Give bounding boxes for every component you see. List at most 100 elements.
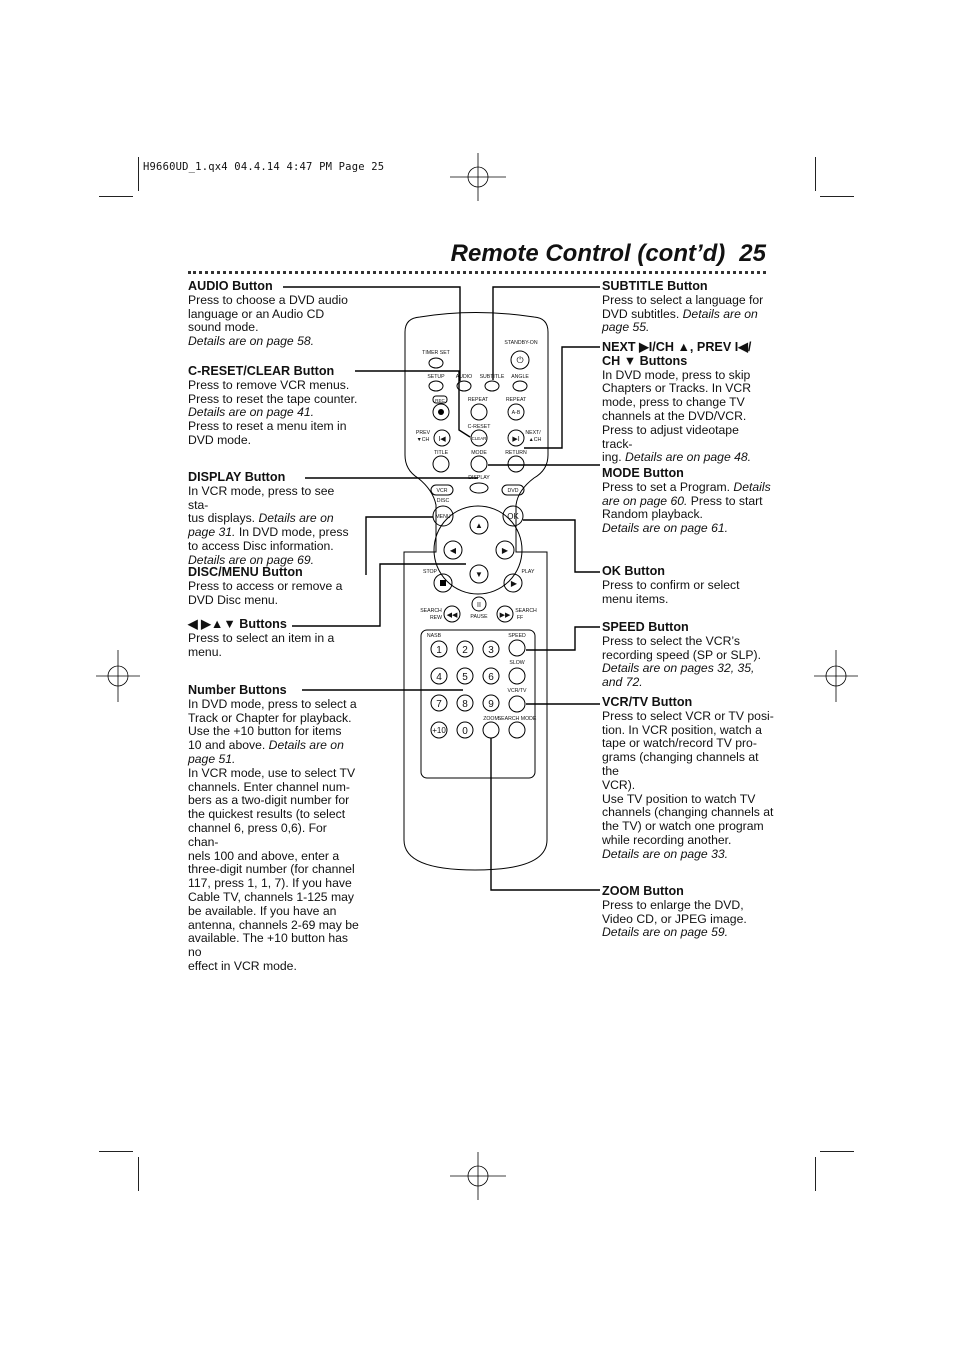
speed-button [508, 639, 526, 657]
prev-ch-down-button [433, 429, 451, 447]
timer-set-button [428, 357, 444, 369]
desc-detail: Details are on page 33. [602, 846, 729, 861]
desc-line: Use the +10 button for items [188, 724, 342, 739]
desc-line: ing. [602, 450, 622, 465]
desc-line: be available. If you have an [188, 903, 337, 918]
desc-line: channel 6, press 0,6). For chan- [188, 820, 327, 849]
desc-line: bers as a two-digit number for [188, 793, 350, 808]
up-arrow-button [469, 515, 489, 535]
number-key-8 [456, 694, 474, 712]
page-title: Remote Control (cont’d)25 [451, 240, 766, 268]
number-key-label: +10 [432, 726, 446, 735]
rewind-icon: ◀◀ [447, 612, 458, 619]
disc-menu-button-description: DISC/MENU Button Press to access or remo… [188, 565, 358, 607]
menu-label: MENU [435, 514, 451, 520]
desc-line: In DVD mode, press to [188, 525, 349, 553]
desc-heading: AUDIO Button [188, 279, 273, 293]
page-number: 25 [739, 240, 766, 267]
angle-label: ANGLE [511, 374, 529, 380]
repeat-button [470, 403, 488, 421]
desc-line: Press to access or remove a [188, 578, 343, 593]
ff-label: FF [517, 615, 523, 621]
number-key-label: 7 [436, 699, 442, 710]
desc-detail: Details are on page 69. [188, 552, 315, 567]
display-button-description: DISPLAY Button In VCR mode, press to see… [188, 470, 358, 568]
desc-line: In VCR mode, press to see sta- [188, 483, 335, 512]
search-ff-label: SEARCH [515, 608, 537, 614]
desc-heading: SPEED Button [602, 620, 689, 634]
desc-line: In VCR mode, use to select TV [188, 765, 356, 780]
power-icon: ⏻ [516, 355, 523, 365]
number-key-label: 5 [462, 672, 468, 683]
zoom-label: ZOOM [483, 716, 499, 722]
desc-heading: MODE Button [602, 466, 684, 480]
ok-label: OK [507, 512, 519, 521]
number-key-label: 2 [462, 645, 468, 656]
desc-line: Track or Chapter for playback. [188, 710, 352, 725]
play-label: PLAY [522, 569, 535, 575]
prev-label: PREV [416, 430, 431, 436]
record-button [432, 403, 450, 421]
desc-line: available. The +10 button has no [188, 931, 349, 960]
crop-mark [820, 196, 854, 197]
dotted-rule [188, 271, 766, 274]
leader-lines [283, 286, 600, 891]
number-key-label: 3 [488, 645, 494, 656]
search-rew-label: SEARCH [420, 608, 442, 614]
audio-button-description: AUDIO Button Press to choose a DVD audio… [188, 279, 358, 349]
number-key-label: 1 [436, 645, 442, 656]
desc-line: Press to enlarge the DVD, [602, 897, 744, 912]
left-arrow-icon: ◀ [450, 546, 457, 555]
desc-heading: ZOOM Button [602, 884, 684, 898]
desc-line: Press to select VCR or TV posi- [602, 708, 774, 723]
vcr-tv-label: VCR/TV [507, 688, 527, 694]
repeat-label: REPEAT [468, 397, 489, 403]
ok-button [502, 505, 524, 527]
left-arrow-button [443, 540, 463, 560]
pause-button [471, 596, 487, 612]
desc-heading: NEXT ▶I/CH ▲, PREV I◀/ CH ▼ Buttons [602, 340, 752, 368]
registration-mark [450, 1152, 506, 1200]
desc-line: Press to start [690, 493, 763, 508]
stop-icon [440, 580, 446, 586]
search-mode-button [508, 721, 526, 739]
return-button [507, 455, 525, 473]
desc-detail: Details are on page 31. [188, 511, 334, 540]
pause-label: PAUSE [470, 614, 488, 620]
desc-line: channels. Enter channel num- [188, 779, 350, 794]
desc-line: DVD subtitles. [602, 306, 680, 321]
file-slug: H9660UD_1.qx4 04.4.14 4:47 PM Page 25 [143, 161, 385, 173]
desc-detail: Details are on page 48. [625, 450, 752, 465]
number-key-label: 0 [462, 726, 468, 737]
rec-tag [432, 395, 448, 404]
desc-line: Press to choose a DVD audio [188, 292, 348, 307]
down-arrow-button [469, 564, 489, 584]
desc-line: In DVD mode, press to skip [602, 367, 751, 382]
desc-line: Video CD, or JPEG image. [602, 911, 747, 926]
audio-button [456, 380, 472, 392]
desc-line: the quickest results (to select [188, 807, 346, 822]
next-ch-label: ▲CH [529, 437, 542, 443]
registration-mark [450, 153, 506, 201]
number-key-5 [456, 667, 474, 685]
disc-menu-button [432, 505, 454, 527]
desc-heading: DISC/MENU Button [188, 565, 303, 579]
vcr-button [430, 484, 454, 496]
number-key-label: 9 [488, 699, 494, 710]
skip-next-icon: ▶I [512, 436, 519, 443]
c-reset-label: C-RESET [468, 424, 492, 430]
ab-label: A-B [512, 410, 521, 416]
desc-heading: Number Buttons [188, 683, 287, 697]
subtitle-button [484, 380, 500, 392]
desc-heading: DISPLAY Button [188, 470, 286, 484]
registration-mark [96, 650, 140, 702]
number-key-6 [482, 667, 500, 685]
angle-button [512, 380, 528, 392]
registration-mark [814, 650, 858, 702]
display-button [469, 482, 489, 494]
right-arrow-icon: ▶ [502, 546, 509, 555]
desc-line: Press to confirm or select [602, 577, 740, 592]
navigation-ring [433, 505, 523, 595]
number-keys: 1 2 3 4 5 6 7 8 9 +10 0 [430, 640, 500, 739]
